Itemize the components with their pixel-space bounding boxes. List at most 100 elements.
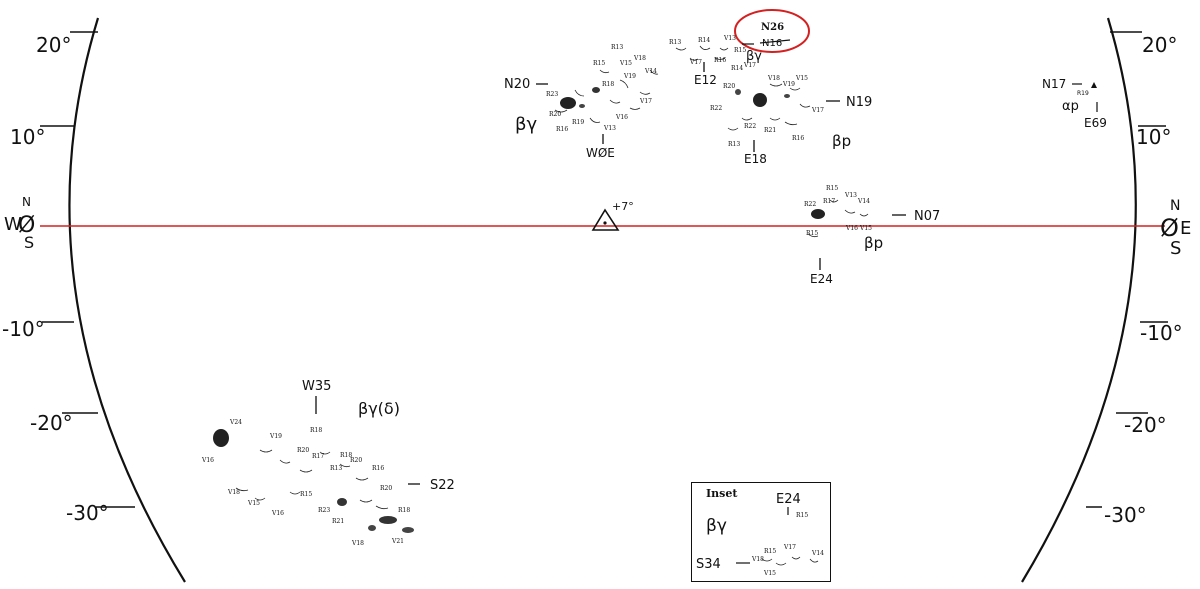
sunspot-group-n19: N19 βp E18 R14 V17 R20 R22 V18 V15 V19 V…: [710, 62, 872, 166]
spot-label: V18: [351, 540, 364, 547]
spot-label: V19: [623, 73, 636, 80]
spot-label: V18: [633, 55, 646, 62]
spot-label: R20: [380, 485, 392, 492]
spot-label: R13: [330, 465, 342, 472]
spot-label: R16: [714, 57, 726, 64]
spot-label: V15: [763, 570, 776, 577]
spot-label: R20: [723, 83, 735, 90]
spot-label: V17: [689, 59, 702, 66]
spot-label: R13: [728, 141, 740, 148]
sunspot-group-n07: N07 βp E24 R15 R22 R17 V13 V14 V16 V15 R…: [804, 185, 940, 286]
spot-label: V13: [603, 125, 616, 132]
right-scale: 20° 10° -10° -20° -30°: [1086, 31, 1183, 527]
spot-label: V17: [743, 62, 756, 69]
spot-label: R22: [804, 201, 816, 208]
inset-drawing: E24 βγ S34 R15 R15 V17 V14 V18 V15: [696, 492, 824, 577]
spot-label: R15: [593, 60, 605, 67]
spot-label: R20: [297, 447, 309, 454]
spot-label: V19: [782, 81, 795, 88]
spot-label: R15: [764, 548, 776, 555]
spot-label: R19: [572, 119, 584, 126]
left-scale-label: -10°: [2, 317, 45, 341]
group-latitude-label: N07: [914, 209, 940, 224]
group-longitude-label: E69: [1084, 116, 1107, 130]
spot-label: V19: [269, 433, 282, 440]
left-scale-label: -30°: [66, 501, 109, 525]
spot-label: R14: [698, 37, 710, 44]
spot-label: R21: [332, 518, 344, 525]
spot-label: R15: [796, 512, 808, 519]
spot-label: V17: [811, 107, 824, 114]
spot-label: V14: [857, 198, 870, 205]
group-longitude-label: E12: [694, 73, 717, 87]
triangle-marker: +7°: [591, 200, 634, 231]
group-longitude-label: WØE: [586, 146, 615, 160]
group-longitude-label: E18: [744, 152, 767, 166]
spot-label: V16: [201, 457, 214, 464]
spot-label: R13: [669, 39, 681, 46]
group-latitude-label: N17: [1042, 77, 1066, 91]
spot-label: V15: [247, 500, 260, 507]
right-scale-label: -20°: [1124, 413, 1167, 437]
spot-label: R21: [764, 127, 776, 134]
highlight-circle: [734, 9, 810, 53]
spot-label: R13: [611, 44, 623, 51]
drawing-label: S: [24, 233, 34, 252]
spot-label: V16: [845, 225, 858, 232]
spot-label: R19: [1077, 90, 1089, 97]
drawing-label: E: [1180, 218, 1191, 239]
spot-label: R23: [318, 507, 330, 514]
left-scale-label: 10°: [10, 125, 45, 149]
group-latitude-label: S22: [430, 478, 455, 493]
right-scale-label: 10°: [1136, 125, 1171, 149]
spot-label: R17: [312, 453, 324, 460]
left-scale-label: -20°: [30, 411, 73, 435]
group-latitude-label: N26: [761, 22, 784, 33]
group-class-label: βγ(δ): [358, 399, 400, 418]
spot-label: V17: [783, 544, 796, 551]
spot-label: V13: [844, 192, 857, 199]
spot-label: R18: [310, 427, 322, 434]
spot-label: R15: [806, 230, 818, 237]
triangle-label: +7°: [612, 200, 634, 213]
left-limb-arc: [68, 17, 186, 583]
spot-label: R23: [546, 91, 558, 98]
spot-label: V16: [615, 114, 628, 121]
spot-label: R18: [340, 452, 352, 459]
group-class-label: βγ: [746, 49, 762, 64]
left-scale-label: 20°: [36, 33, 71, 57]
left-scale: 20° 10° -10° -20° -30°: [2, 31, 135, 525]
spot-label: V16: [271, 510, 284, 517]
group-class-label: αp: [1062, 99, 1079, 114]
spot-label: V15: [795, 75, 808, 82]
spot-label: V17: [639, 98, 652, 105]
spot-label: V18: [751, 556, 764, 563]
right-scale-label: -30°: [1104, 503, 1147, 527]
spot-label: V18: [227, 489, 240, 496]
spot-label: V21: [391, 538, 404, 545]
spot-label: R17: [823, 198, 835, 205]
drawing-label: N: [1170, 198, 1180, 214]
spot-label: R15: [826, 185, 838, 192]
right-scale-label: -10°: [1140, 321, 1183, 345]
left-equator-marker: N W Ø S: [4, 195, 35, 252]
spot-label: V18: [767, 75, 780, 82]
inset-latitude-label: S34: [696, 557, 721, 572]
sunspot-group-n17: N17 R19 αp E69: [1042, 77, 1107, 130]
spot-label: V15: [619, 60, 632, 67]
group-class-label: βp: [832, 132, 851, 150]
group-latitude-label: N20: [504, 77, 530, 92]
spot-label: R22: [744, 123, 756, 130]
group-class-label: βγ: [515, 114, 537, 135]
spot-label: R20: [549, 111, 561, 118]
drawing-label: Ø: [18, 213, 35, 238]
drawing-label: N: [22, 195, 31, 209]
struck-latitude-label: N16: [762, 38, 782, 49]
inset-title: Inset: [706, 487, 738, 500]
spot-label: R18: [398, 507, 410, 514]
right-equator-marker: N Ø E S: [1160, 198, 1191, 259]
sunspot-group-n20: N20 βγ WØE R23 R20 R18 R15 R13 V15 V19 V…: [504, 44, 659, 160]
right-limb-arc: [1021, 17, 1137, 583]
group-longitude-label: W35: [302, 379, 331, 394]
